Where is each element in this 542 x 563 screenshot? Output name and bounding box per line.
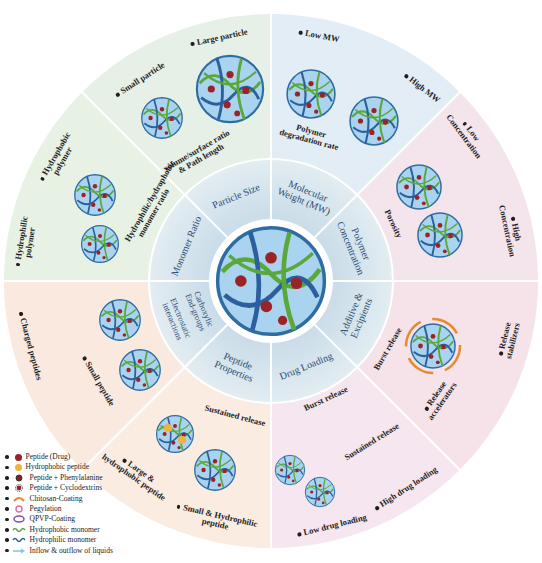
bullet-dot bbox=[499, 352, 503, 356]
legend-row: Peptide (Drug) bbox=[5, 452, 70, 462]
legend-row: QPVP-Coating bbox=[5, 514, 75, 524]
bullet-dot bbox=[511, 217, 515, 221]
legend-row: Hydrophobic monomer bbox=[5, 525, 100, 535]
bullet-dot bbox=[5, 497, 9, 501]
legend-text: Peptide + Cyclodextrins bbox=[30, 483, 103, 493]
bullet-dot bbox=[5, 549, 9, 553]
legend-row: Peptide + Cyclodextrins bbox=[5, 483, 102, 493]
legend-sample bbox=[12, 505, 26, 513]
bullet-dot bbox=[5, 455, 9, 459]
legend-row: Hydrophilic monomer bbox=[5, 535, 96, 545]
bullet-dot bbox=[297, 532, 301, 536]
bullet-dot bbox=[5, 528, 9, 532]
bullet-dot bbox=[375, 506, 380, 511]
bullet-dot bbox=[5, 518, 9, 522]
bullet-dot bbox=[122, 458, 127, 463]
legend-row: Hydrophobic peptide bbox=[5, 462, 89, 472]
legend-text: Peptide (Drug) bbox=[26, 452, 71, 462]
legend-text: Hydrophobic monomer bbox=[30, 525, 100, 535]
legend-text: Hydrophilic monomer bbox=[30, 535, 97, 545]
legend-text: Chitosan-Coating bbox=[30, 494, 83, 504]
legend-sample bbox=[12, 495, 26, 503]
bullet-dot bbox=[5, 538, 9, 542]
legend-swatch bbox=[15, 454, 22, 461]
legend-row: Inflow & outflow of liquids bbox=[5, 546, 113, 556]
bullet-dot bbox=[5, 476, 9, 480]
bullet-dot bbox=[5, 466, 9, 470]
bullet-dot bbox=[40, 176, 45, 181]
legend-text: Peptide + Phenylalanine bbox=[30, 473, 103, 483]
legend-sample bbox=[12, 484, 26, 492]
legend-text: Inflow & outflow of liquids bbox=[30, 546, 113, 556]
bullet-dot bbox=[404, 74, 409, 79]
bullet-dot bbox=[5, 507, 9, 511]
bullet-dot bbox=[462, 121, 467, 126]
legend-row: Pegylation bbox=[5, 504, 62, 514]
legend-text: Hydrophobic peptide bbox=[26, 462, 90, 472]
bullet-dot bbox=[424, 406, 429, 411]
legend-swatch bbox=[15, 464, 22, 471]
bullet-dot bbox=[298, 30, 302, 34]
bullet-dot bbox=[176, 505, 180, 509]
legend-text: QPVP-Coating bbox=[30, 514, 75, 524]
bullet-dot bbox=[82, 356, 87, 361]
legend-sample bbox=[12, 515, 26, 523]
legend-sample bbox=[12, 526, 26, 534]
legend-sample bbox=[12, 547, 26, 555]
bullet-dot bbox=[116, 92, 121, 97]
bullet-dot bbox=[5, 486, 9, 490]
bullet-dot bbox=[16, 263, 20, 267]
legend-row: Chitosan-Coating bbox=[5, 494, 82, 504]
legend-sample bbox=[12, 474, 26, 482]
bullet-dot bbox=[18, 311, 22, 315]
legend-sample bbox=[12, 536, 26, 544]
legend-text: Pegylation bbox=[30, 504, 62, 514]
bullet-dot bbox=[191, 42, 195, 46]
legend-row: Peptide + Phenylalanine bbox=[5, 473, 102, 483]
